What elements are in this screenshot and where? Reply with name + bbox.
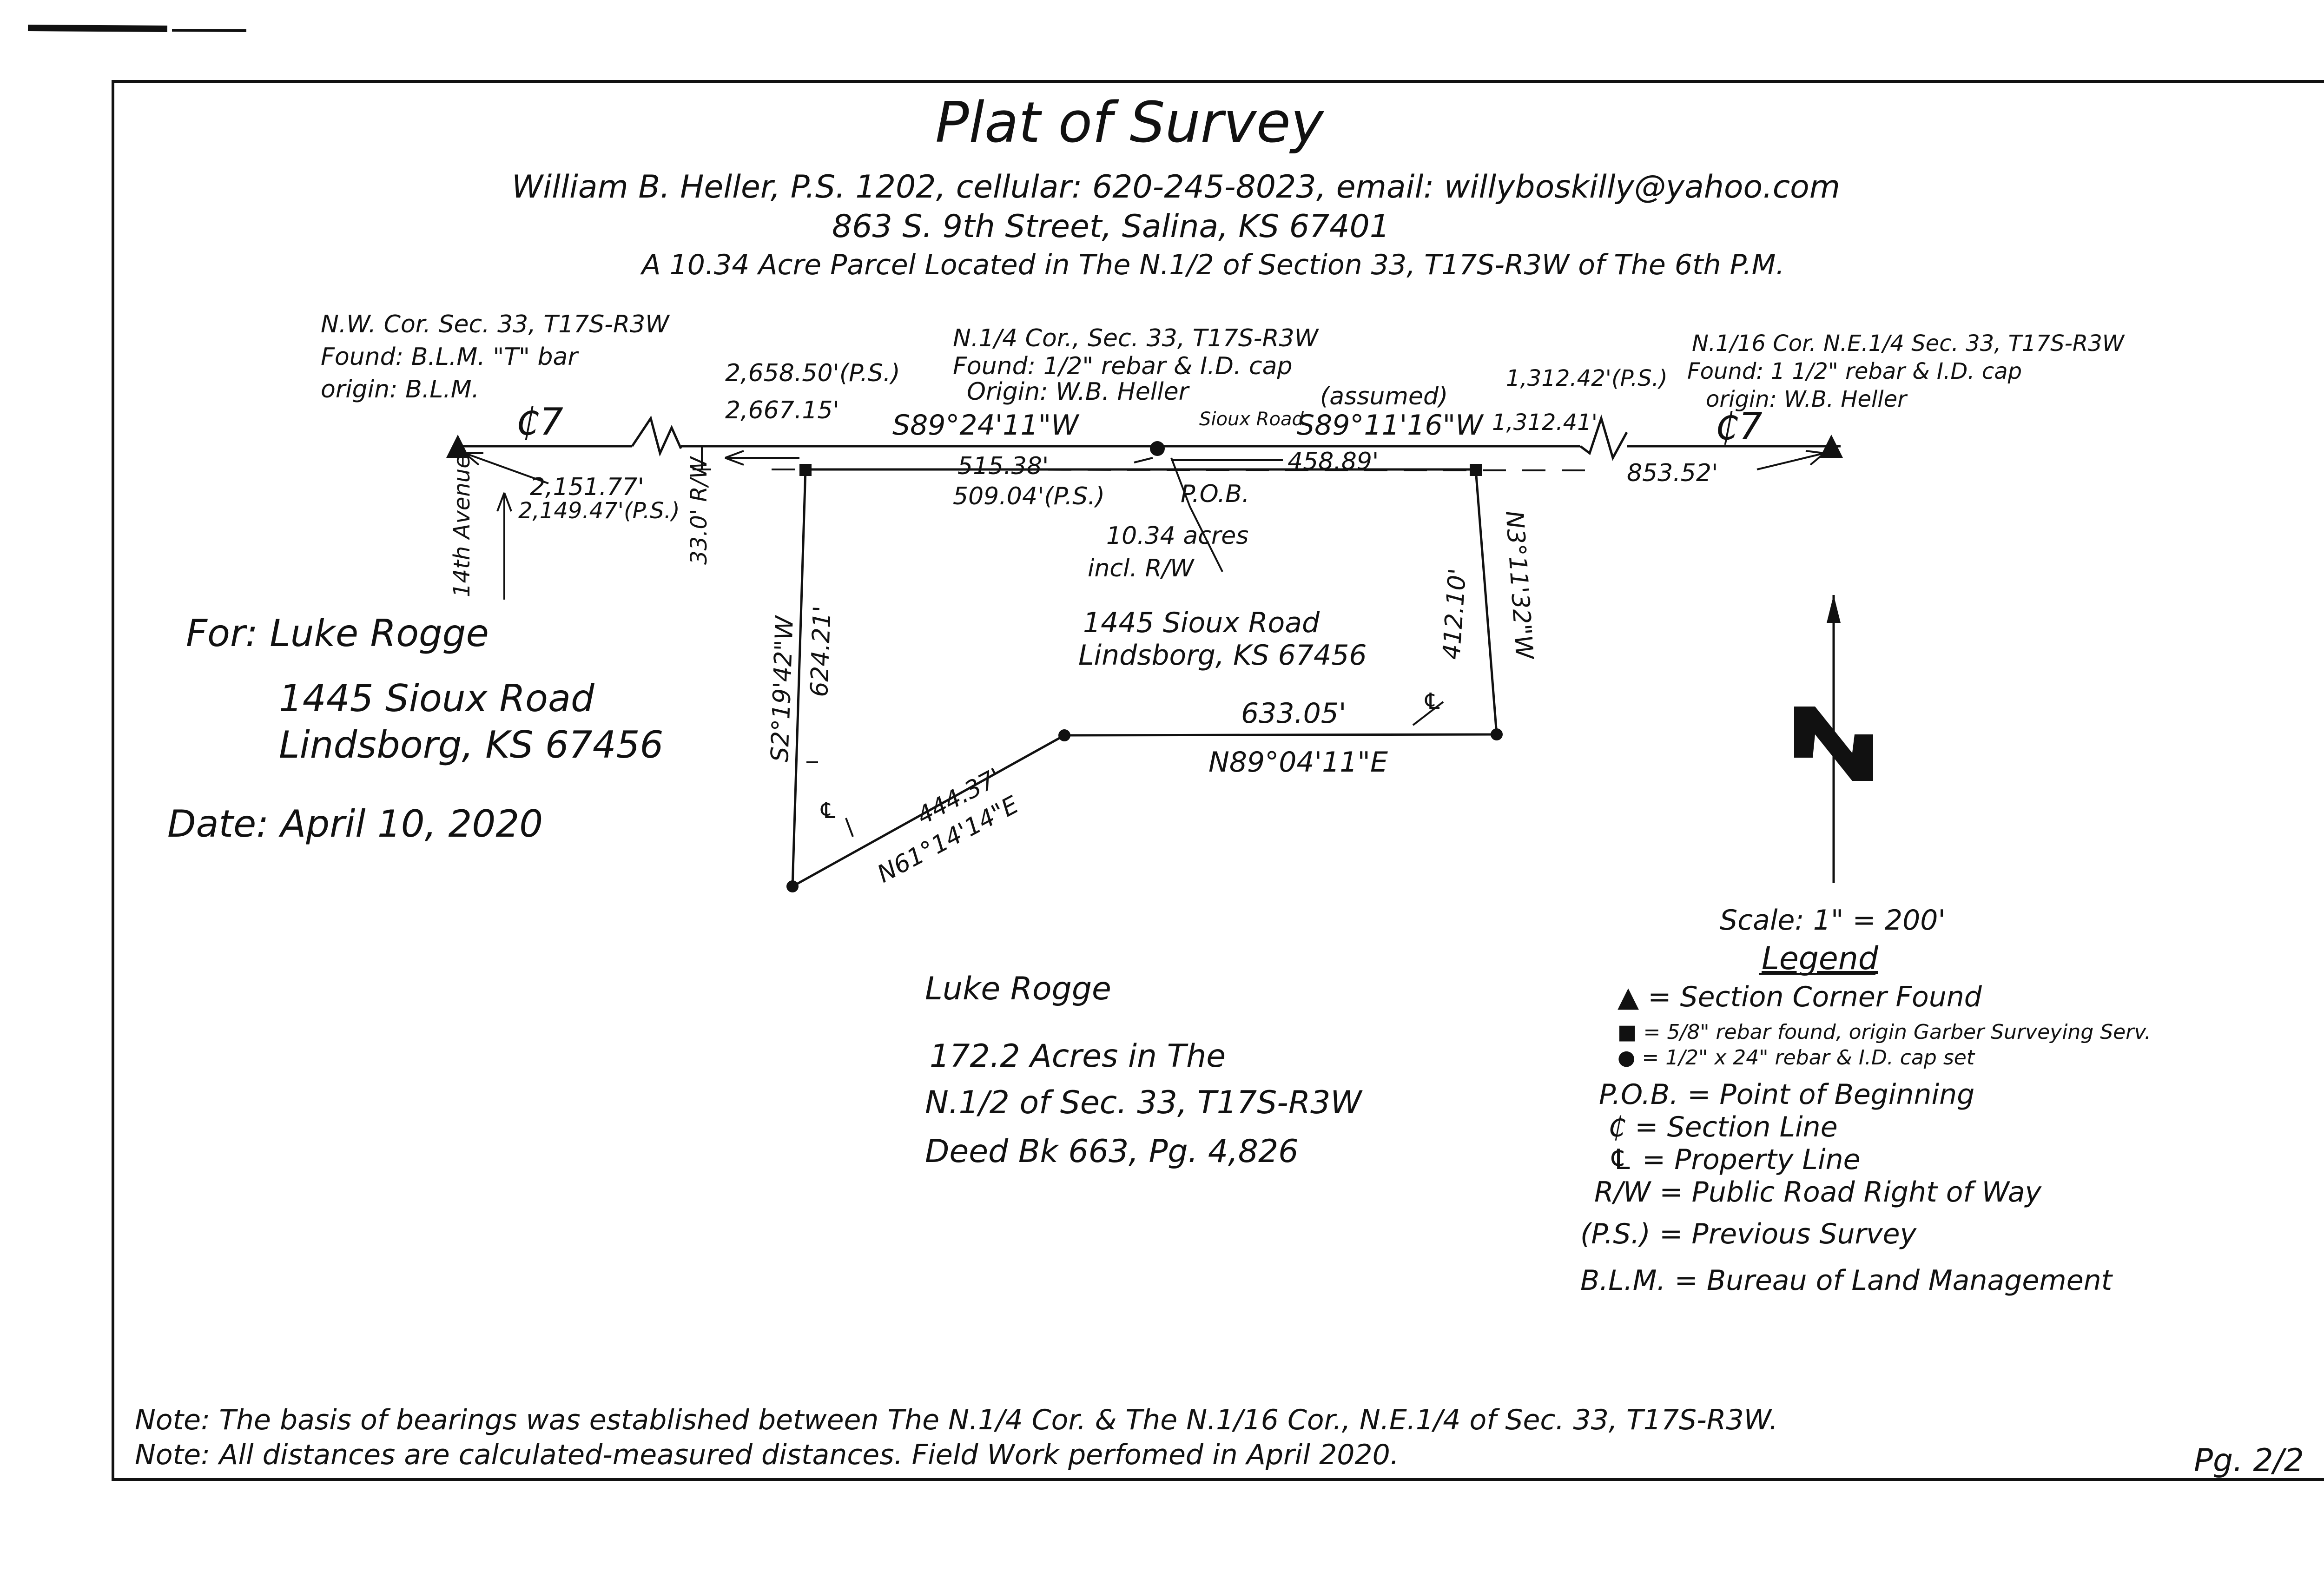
svg-text:₵ = Section Line: ₵ = Section Line <box>1608 1111 1838 1143</box>
address-line: 863 S. 9th Street, Salina, KS 67401 <box>832 208 1390 245</box>
dimension-label: 1,312.42'(P.S.) <box>1506 365 1668 391</box>
bearing-label: S89°24'11"W <box>892 409 1080 442</box>
parcel-city: Lindsborg, KS 67456 <box>1078 639 1367 672</box>
avenue-label: 14th Avenue <box>449 455 475 597</box>
surveyor-line: William B. Heller, P.S. 1202, cellular: … <box>512 169 1840 205</box>
page-border <box>112 80 2324 1481</box>
dimension-label: 1,312.41' <box>1492 410 1598 436</box>
svg-text:▲ = Section Corner Found: ▲ = Section Corner Found <box>1618 981 1982 1013</box>
page-title: Plat of Survey <box>935 91 1325 155</box>
svg-text:Found: 1/2" rebar & I.D. cap: Found: 1/2" rebar & I.D. cap <box>953 352 1293 380</box>
svg-text:For: Luke Rogge: For: Luke Rogge <box>186 612 489 655</box>
pob-label: P.O.B. <box>1181 480 1249 508</box>
svg-text:Found: B.L.M. "T" bar: Found: B.L.M. "T" bar <box>321 343 579 371</box>
legend-items: ▲ = Section Corner Found ■ = 5/8" rebar … <box>1580 981 2151 1297</box>
svg-text:■ = 5/8" rebar found, origin G: ■ = 5/8" rebar found, origin Garber Surv… <box>1618 1020 2151 1044</box>
nw-corner-note: N.W. Cor. Sec. 33, T17S-R3W Found: B.L.M… <box>321 310 670 403</box>
svg-text:N.W. Cor. Sec. 33, T17S-R3W: N.W. Cor. Sec. 33, T17S-R3W <box>321 310 670 338</box>
dimension-label: 2,667.15' <box>725 396 839 424</box>
road-label: Sioux Road <box>1199 409 1304 430</box>
dimension-label: 853.52' <box>1627 459 1718 487</box>
scan-mark <box>172 29 247 32</box>
property-line-symbol: ℄ <box>818 798 838 824</box>
svg-text:℄ = Property Line: ℄ = Property Line <box>1608 1143 1861 1176</box>
rebar-found-marker <box>1470 464 1482 476</box>
parcel-street: 1445 Sioux Road <box>1083 607 1320 639</box>
legend-title: Legend <box>1762 940 1879 977</box>
bearing-label: S89°11'16"W <box>1297 409 1484 442</box>
dimension-arrows <box>464 445 1825 837</box>
note-bearings: Note: The basis of bearings was establis… <box>135 1404 1778 1436</box>
svg-text:Origin: W.B. Heller: Origin: W.B. Heller <box>967 378 1190 406</box>
note-distances: Note: All distances are calculated-measu… <box>135 1439 1399 1471</box>
svg-text:(P.S.) = Previous Survey: (P.S.) = Previous Survey <box>1580 1218 1917 1250</box>
dimension-label: 2,149.47'(P.S.) <box>518 498 680 524</box>
svg-text:172.2 Acres in The: 172.2 Acres in The <box>930 1038 1226 1075</box>
rebar-set-marker <box>786 880 799 892</box>
svg-text:● = 1/2" x 24" rebar & I.D. ca: ● = 1/2" x 24" rebar & I.D. cap set <box>1618 1046 1975 1070</box>
dimension-label: 633.05' <box>1241 697 1346 730</box>
svg-text:R/W = Public Road Right of Way: R/W = Public Road Right of Way <box>1594 1176 2042 1209</box>
rebar-found-marker <box>799 464 812 476</box>
rebar-set-marker <box>1058 729 1070 741</box>
svg-text:1445 Sioux Road: 1445 Sioux Road <box>279 677 595 720</box>
north-arrow-icon <box>1794 595 1873 883</box>
bearing-label: S2°19'42"W <box>766 614 799 763</box>
rebar-set-marker <box>1491 728 1503 740</box>
svg-text:origin: W.B. Heller: origin: W.B. Heller <box>1706 386 1908 412</box>
dimension-label: 412.10' <box>1438 568 1472 661</box>
dimension-label: 509.04'(P.S.) <box>953 482 1105 510</box>
section-corner-found-icon <box>1820 435 1843 458</box>
svg-text:Date: April 10, 2020: Date: April 10, 2020 <box>167 802 543 845</box>
parcel-boundary <box>791 468 1498 889</box>
client-block: For: Luke Rogge 1445 Sioux Road Lindsbor… <box>167 612 663 845</box>
svg-text:Luke Rogge: Luke Rogge <box>925 971 1111 1007</box>
dimension-label: 624.21' <box>805 605 837 697</box>
section-line-symbol: ₵7 <box>1715 405 1763 448</box>
svg-text:N.1/4 Cor., Sec. 33, T17S-R3W: N.1/4 Cor., Sec. 33, T17S-R3W <box>953 324 1320 352</box>
svg-text:N.1/2 of Sec. 33, T17S-R3W: N.1/2 of Sec. 33, T17S-R3W <box>925 1084 1363 1121</box>
n-quarter-corner-marker <box>1150 441 1165 456</box>
section-corner-found-icon <box>446 435 469 458</box>
scan-mark <box>27 25 168 32</box>
dimension-label: 2,151.77' <box>530 473 644 501</box>
svg-text:origin: B.L.M.: origin: B.L.M. <box>321 376 479 403</box>
right-of-way-label: 33.0' R/W <box>686 456 712 565</box>
section-line-symbol: ₵7 <box>516 400 563 443</box>
assumed-label: (assumed) <box>1320 383 1448 410</box>
svg-text:Lindsborg, KS 67456: Lindsborg, KS 67456 <box>279 723 663 766</box>
svg-text:Deed Bk 663, Pg. 4,826: Deed Bk 663, Pg. 4,826 <box>925 1133 1299 1170</box>
property-line-symbol: ℄ <box>1422 688 1442 714</box>
dimension-label: 2,658.50'(P.S.) <box>725 359 900 387</box>
dimension-label: 458.89' <box>1287 448 1379 476</box>
acreage-note: incl. R/W <box>1088 555 1195 582</box>
n-quarter-corner-note: N.1/4 Cor., Sec. 33, T17S-R3W Found: 1/2… <box>953 324 1320 406</box>
n-sixteenth-corner-note: N.1/16 Cor. N.E.1/4 Sec. 33, T17S-R3W Fo… <box>1687 330 2125 412</box>
parcel-description: A 10.34 Acre Parcel Located in The N.1/2… <box>640 249 1784 281</box>
owner-block: Luke Rogge 172.2 Acres in The N.1/2 of S… <box>925 971 1363 1170</box>
bearing-label: N3°11'32"W <box>1500 510 1538 661</box>
svg-text:Found: 1 1/2" rebar & I.D. cap: Found: 1 1/2" rebar & I.D. cap <box>1687 358 2022 384</box>
svg-text:N.1/16 Cor. N.E.1/4 Sec. 33, T: N.1/16 Cor. N.E.1/4 Sec. 33, T17S-R3W <box>1692 330 2125 357</box>
bearing-label: N89°04'11"E <box>1208 746 1388 779</box>
acreage-label: 10.34 acres <box>1106 522 1248 550</box>
page-number: Pg. 2/2 <box>2194 1442 2304 1479</box>
dimension-label: 515.38' <box>957 452 1049 480</box>
scale-label: Scale: 1" = 200' <box>1720 904 1946 937</box>
svg-text:P.O.B. = Point of Beginning: P.O.B. = Point of Beginning <box>1599 1078 1974 1111</box>
svg-text:B.L.M. = Bureau of Land Manage: B.L.M. = Bureau of Land Management <box>1580 1264 2113 1297</box>
section-line <box>458 414 1841 461</box>
